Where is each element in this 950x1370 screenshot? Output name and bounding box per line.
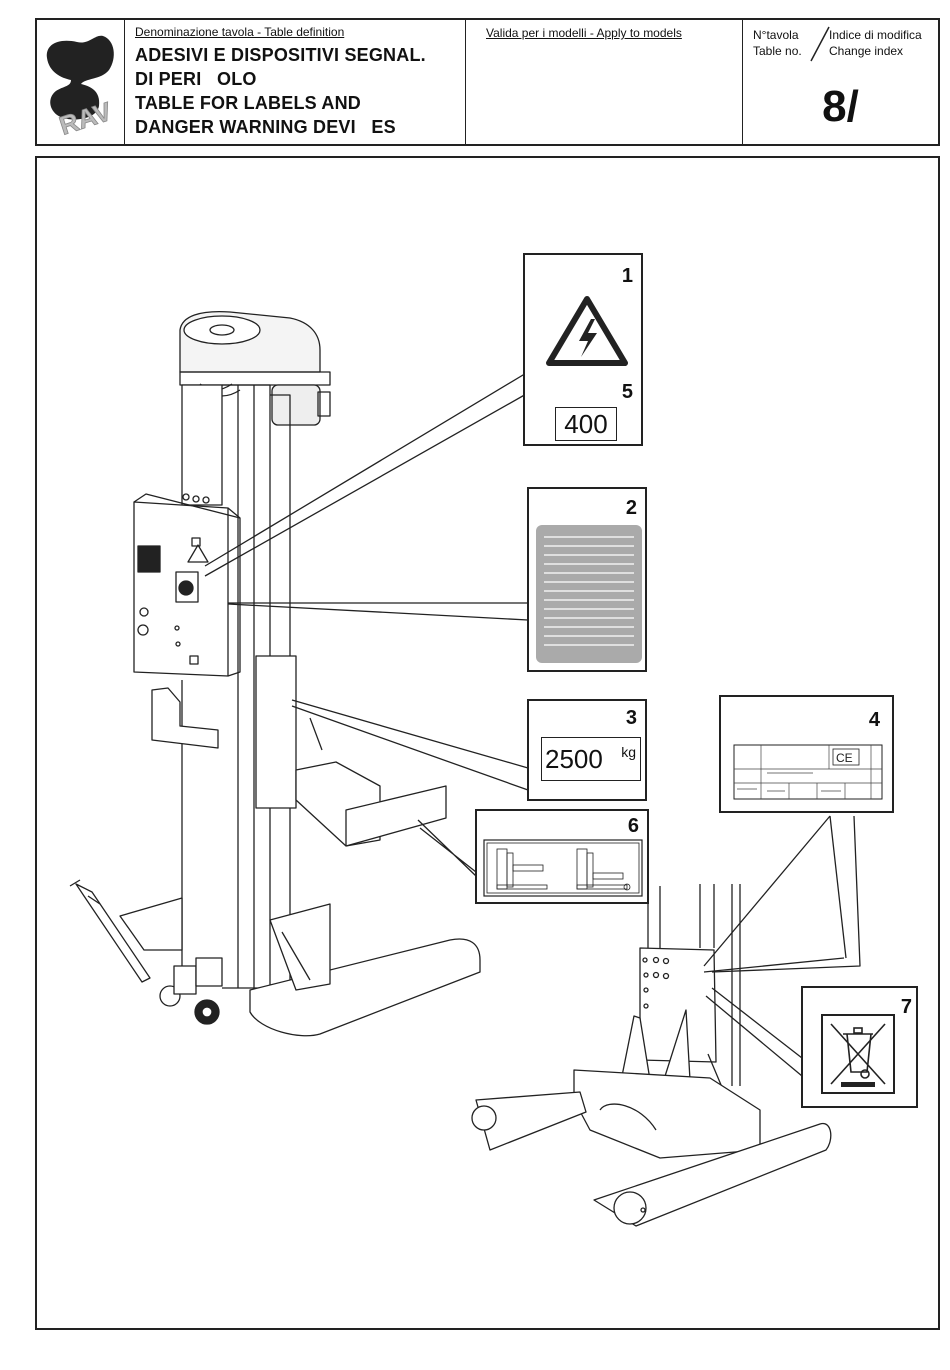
capacity-value: 2500 xyxy=(545,744,603,775)
svg-text:CE: CE xyxy=(836,751,853,765)
label-box-3: 3 2500 kg xyxy=(527,699,647,801)
label-box-1-5: 1 5 400 xyxy=(523,253,643,446)
label-number-5: 5 xyxy=(622,381,633,404)
label-box-2: 2 xyxy=(527,487,647,672)
label-number-6: 6 xyxy=(628,815,639,838)
label-number-4: 4 xyxy=(869,709,880,732)
high-voltage-warning-icon xyxy=(545,295,629,367)
label-box-7: 7 xyxy=(801,986,918,1108)
label-number-7: 7 xyxy=(901,996,912,1019)
label-box-6: 6 xyxy=(475,809,649,904)
ce-plate-icon: CE xyxy=(733,743,883,803)
voltage-value: 400 xyxy=(555,407,617,441)
label-box-4: 4 CE xyxy=(719,695,894,813)
lifting-pictogram-icon xyxy=(483,839,643,897)
instructions-plate-icon xyxy=(536,525,642,665)
label-number-2: 2 xyxy=(626,497,637,520)
weee-bin-icon xyxy=(821,1014,895,1094)
capacity-unit: kg xyxy=(621,744,636,760)
label-number-3: 3 xyxy=(626,707,637,730)
capacity-plate: 2500 kg xyxy=(541,737,641,781)
label-number-1: 1 xyxy=(622,265,633,288)
